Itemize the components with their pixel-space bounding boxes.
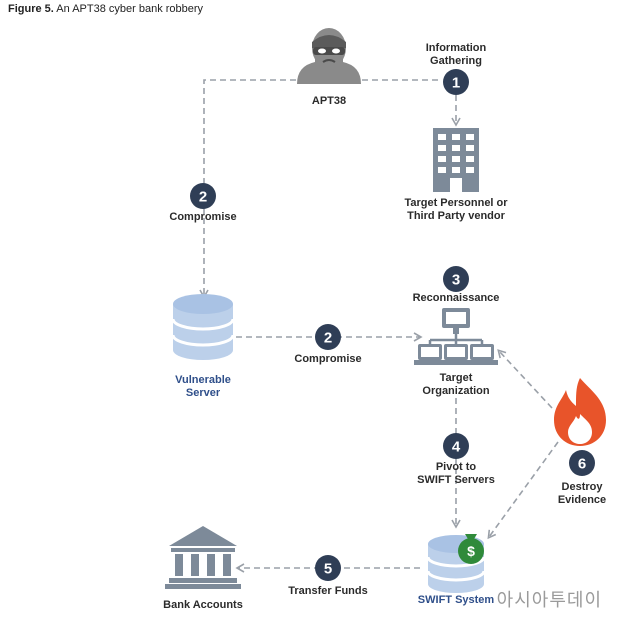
bank-accounts-label: Bank Accounts: [163, 599, 243, 611]
bank-icon: [165, 526, 241, 589]
target-organization-line1: Target: [439, 372, 473, 384]
step-3-number: 3: [452, 272, 460, 289]
watermark: 아시아투데이: [496, 590, 602, 611]
step-4-number: 4: [452, 439, 461, 456]
pivot-line2: SWIFT Servers: [417, 474, 495, 486]
transfer-funds-label: Transfer Funds: [288, 585, 368, 597]
step-5-badge: 5: [315, 555, 341, 581]
vulnerable-server-line1: Vulnerable: [175, 374, 231, 386]
step-2-badge-left: 2: [190, 183, 216, 209]
step-6-number: 6: [578, 456, 586, 473]
pivot-line1: Pivot to: [435, 461, 477, 473]
info-gathering-line2: Gathering: [430, 55, 482, 67]
hacker-icon: [297, 28, 361, 84]
svg-text:$: $: [467, 543, 475, 559]
step-2-badge-mid: 2: [315, 324, 341, 350]
target-personnel-line2: Third Party vendor: [407, 210, 505, 222]
step-2-number: 2: [199, 189, 207, 206]
figure-caption-text: An APT38 cyber bank robbery: [56, 3, 204, 15]
step-6-badge: 6: [569, 450, 595, 476]
destroy-evidence-label: Destroy Evidence: [558, 481, 606, 507]
compromise-mid-label: Compromise: [294, 353, 362, 365]
info-gathering-line1: Information: [425, 42, 487, 54]
step-5-number: 5: [324, 561, 332, 578]
figure-label: Figure 5.: [8, 3, 54, 15]
fire-icon: [554, 378, 606, 446]
step-1-badge: 1: [443, 69, 469, 95]
target-organization-line2: Organization: [422, 385, 490, 397]
target-personnel-label: Target Personnel or Third Party vendor: [404, 197, 507, 223]
reconnaissance-label: Reconnaissance: [412, 292, 500, 304]
database-server-icon: [171, 294, 235, 360]
destroy-evidence-line1: Destroy: [561, 481, 603, 493]
office-building-icon: [433, 128, 479, 192]
swift-system-label: SWIFT System: [417, 594, 495, 606]
figure-caption: Figure 5. An APT38 cyber bank robbery: [8, 3, 203, 15]
target-personnel-line1: Target Personnel or: [404, 197, 508, 209]
step-3-badge: 3: [443, 266, 469, 292]
arrow-apt38-to-server: [199, 79, 296, 299]
apt38-label: APT38: [311, 95, 347, 107]
network-organization-icon: [414, 308, 498, 365]
vulnerable-server-label: Vulnerable Server: [175, 374, 231, 400]
info-gathering-label: Information Gathering: [426, 42, 487, 68]
destroy-evidence-line2: Evidence: [557, 494, 607, 506]
compromise-left-label: Compromise: [169, 211, 237, 223]
arrow-fire-to-org: [497, 349, 553, 409]
arrow-fire-to-swift: [487, 441, 559, 540]
vulnerable-server-line2: Server: [185, 387, 221, 399]
target-organization-label: Target Organization: [422, 372, 489, 398]
connector-lines: [199, 79, 559, 573]
step-2-number-mid: 2: [324, 330, 332, 347]
step-4-badge: 4: [443, 433, 469, 459]
pivot-label: Pivot to SWIFT Servers: [417, 461, 495, 487]
step-1-number: 1: [452, 75, 460, 92]
money-bag-icon: $: [458, 534, 484, 564]
